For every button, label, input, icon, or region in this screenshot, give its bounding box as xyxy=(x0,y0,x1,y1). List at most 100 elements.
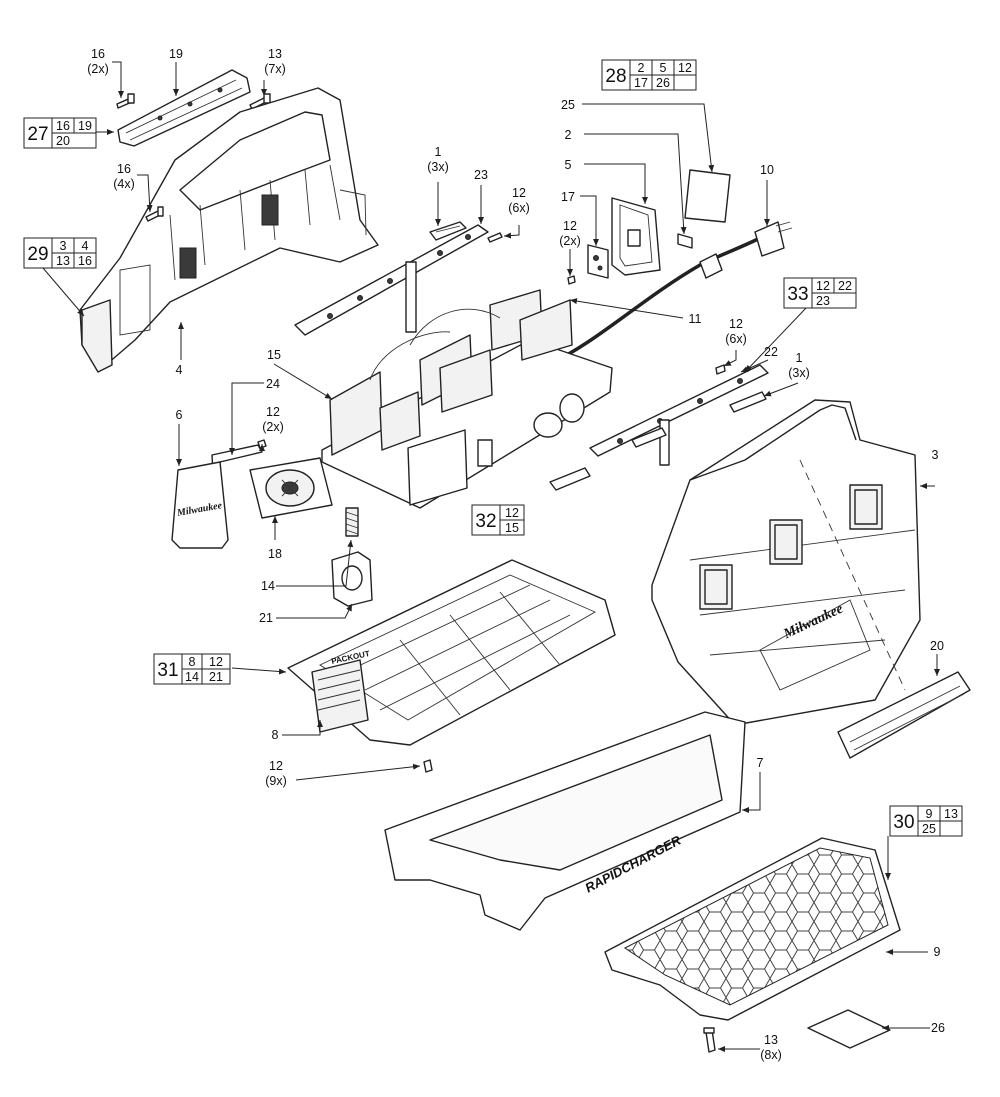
svg-text:12: 12 xyxy=(678,61,692,75)
svg-text:(3x): (3x) xyxy=(427,160,449,174)
svg-text:28: 28 xyxy=(605,66,626,87)
svg-text:33: 33 xyxy=(787,284,808,305)
svg-text:8: 8 xyxy=(272,728,279,742)
callout-13-a: 13 (7x) xyxy=(264,47,286,76)
svg-text:24: 24 xyxy=(266,377,280,391)
callout-8: 8 xyxy=(272,728,279,742)
svg-text:22: 22 xyxy=(764,345,778,359)
svg-text:12: 12 xyxy=(505,506,519,520)
svg-text:9: 9 xyxy=(926,807,933,821)
svg-text:21: 21 xyxy=(259,611,273,625)
callout-16-b: 16 (4x) xyxy=(113,162,135,191)
svg-text:7: 7 xyxy=(757,756,764,770)
svg-text:5: 5 xyxy=(660,61,667,75)
svg-text:11: 11 xyxy=(689,312,702,326)
svg-text:19: 19 xyxy=(78,119,92,133)
kit-box-30: 30 9 13 25 xyxy=(889,805,963,837)
svg-text:5: 5 xyxy=(565,158,572,172)
screw-12-base xyxy=(423,759,433,773)
callout-5: 5 xyxy=(565,158,572,172)
callout-2: 2 xyxy=(565,128,572,142)
callout-4: 4 xyxy=(176,363,183,377)
part-rail-button-upper xyxy=(429,221,467,241)
svg-text:25: 25 xyxy=(561,98,575,112)
callout-9: 9 xyxy=(934,945,941,959)
svg-text:16: 16 xyxy=(91,47,105,61)
leader-lines xyxy=(42,61,940,1052)
callout-1-b: 1 (3x) xyxy=(788,351,810,380)
callout-6: 6 xyxy=(176,408,183,422)
callout-26: 26 xyxy=(931,1021,945,1035)
svg-text:16: 16 xyxy=(117,162,131,176)
svg-text:(9x): (9x) xyxy=(265,774,287,788)
svg-text:29: 29 xyxy=(27,244,48,265)
part-upper-handle-frame xyxy=(79,87,379,373)
svg-text:(7x): (7x) xyxy=(264,62,286,76)
callout-22: 22 xyxy=(764,345,778,359)
part-bottom-plate xyxy=(604,837,901,1021)
part-grip-20 xyxy=(837,671,971,759)
callout-23: 23 xyxy=(474,168,488,182)
svg-text:12: 12 xyxy=(563,219,577,233)
part-main-housing: Milwaukee xyxy=(651,399,921,726)
part-spring xyxy=(345,507,359,537)
callout-12-c: 12 (6x) xyxy=(725,317,747,346)
svg-text:17: 17 xyxy=(561,190,575,204)
callout-25: 25 xyxy=(561,98,575,112)
callout-7: 7 xyxy=(757,756,764,770)
screw-12-upper xyxy=(487,232,503,243)
svg-text:27: 27 xyxy=(27,124,48,145)
part-power-cord xyxy=(547,221,793,367)
svg-text:13: 13 xyxy=(764,1033,778,1047)
part-clip xyxy=(677,233,693,249)
callout-12-e: 12 (9x) xyxy=(265,759,287,788)
svg-text:9: 9 xyxy=(934,945,941,959)
svg-text:19: 19 xyxy=(169,47,183,61)
svg-text:21: 21 xyxy=(209,670,223,684)
svg-text:15: 15 xyxy=(505,521,519,535)
svg-text:14: 14 xyxy=(261,579,275,593)
part-cover-plate xyxy=(611,197,661,276)
callout-12-a: 12 (6x) xyxy=(508,186,530,215)
svg-text:(2x): (2x) xyxy=(262,420,284,434)
svg-text:16: 16 xyxy=(78,254,92,268)
callout-20: 20 xyxy=(930,639,944,653)
part-sheet-26 xyxy=(807,1009,891,1049)
svg-text:(4x): (4x) xyxy=(113,177,135,191)
callout-1-a: 1 (3x) xyxy=(427,145,449,174)
svg-text:(6x): (6x) xyxy=(725,332,747,346)
svg-text:4: 4 xyxy=(176,363,183,377)
svg-text:1: 1 xyxy=(796,351,803,365)
svg-text:6: 6 xyxy=(176,408,183,422)
svg-text:17: 17 xyxy=(634,76,648,90)
screw-13-bottom xyxy=(703,1027,716,1053)
kit-box-29: 29 3 4 13 16 xyxy=(23,237,97,269)
svg-text:23: 23 xyxy=(474,168,488,182)
part-base-tray: PACKOUT xyxy=(287,559,616,746)
callout-3: 3 xyxy=(932,448,939,462)
svg-text:25: 25 xyxy=(922,822,936,836)
callout-10: 10 xyxy=(760,163,774,177)
svg-text:1: 1 xyxy=(435,145,442,159)
svg-text:30: 30 xyxy=(893,812,914,833)
svg-text:14: 14 xyxy=(185,670,199,684)
svg-text:4: 4 xyxy=(82,239,89,253)
svg-text:15: 15 xyxy=(267,348,281,362)
part-rail-22 xyxy=(589,364,769,466)
screw-16-side xyxy=(145,206,164,222)
kit-box-33: 33 12 22 23 xyxy=(783,277,857,309)
svg-text:12: 12 xyxy=(269,759,283,773)
part-rail-23 xyxy=(294,224,489,336)
svg-text:(2x): (2x) xyxy=(559,234,581,248)
svg-text:20: 20 xyxy=(930,639,944,653)
part-spring-housing xyxy=(331,551,373,607)
callout-21: 21 xyxy=(259,611,273,625)
part-rail-button-lower xyxy=(549,391,767,491)
part-frame: RAPIDCHARGER xyxy=(384,711,746,931)
callout-16-a: 16 (2x) xyxy=(87,47,109,76)
svg-text:12: 12 xyxy=(512,186,526,200)
svg-text:22: 22 xyxy=(838,279,852,293)
screw-12-rail xyxy=(715,364,726,375)
callout-24: 24 xyxy=(266,377,280,391)
